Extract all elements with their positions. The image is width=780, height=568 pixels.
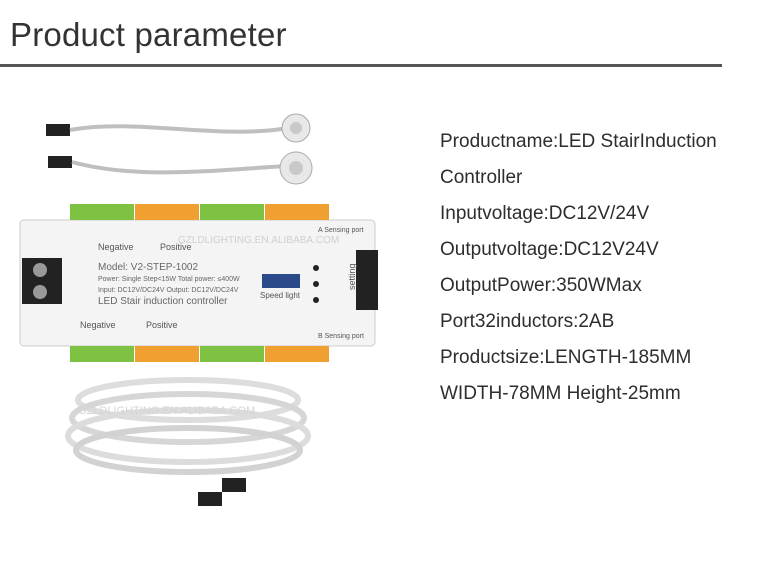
sensor-cable-top xyxy=(46,113,311,143)
board-negative-top: Negative xyxy=(98,242,134,252)
spec-ports: Port32inductors:2AB xyxy=(440,311,615,332)
board-speed-light: Speed light xyxy=(260,291,301,300)
spec-output-power: OutputPower:350WMax xyxy=(440,275,642,296)
board-a-port: A Sensing port xyxy=(318,227,364,234)
board-positive-top: Positive xyxy=(160,242,192,252)
board-setting: setting xyxy=(347,263,357,290)
spec-product-name: Productname:LED StairInduction xyxy=(440,131,717,152)
watermark-top: GZLDLIGHTING.EN.ALIBABA.COM xyxy=(178,235,339,246)
board-model: Model: V2-STEP-1002 xyxy=(98,262,198,273)
spec-width-height: WIDTH-78MM Height-25mm xyxy=(440,383,681,404)
page-title: Product parameter xyxy=(10,16,287,53)
spec-product-name-cont: Controller xyxy=(440,167,523,188)
spec-input-voltage: Inputvoltage:DC12V/24V xyxy=(440,203,650,224)
spec-output-voltage: Outputvoltage:DC12V24V xyxy=(440,239,659,260)
board-negative-bottom: Negative xyxy=(80,320,116,330)
spec-product-size: Productsize:LENGTH-185MM xyxy=(440,347,692,368)
board-input: Input: DC12V/DC24V Output: DC12V/DC24V xyxy=(98,287,239,294)
spec-list: Productname:LED StairInduction Controlle… xyxy=(440,124,775,412)
watermark-bottom: GZLDLIGHTING.EN.ALIBABA.COM xyxy=(78,405,255,417)
sensor-cable-bottom xyxy=(48,151,313,185)
board-positive-bottom: Positive xyxy=(146,320,178,330)
title-divider xyxy=(0,64,722,67)
board-name: LED Stair induction controller xyxy=(98,296,228,307)
board-power: Power: Single Step<15W Total power: ≤400… xyxy=(98,276,240,283)
coiled-cable xyxy=(65,377,311,506)
board-b-port: B Sensing port xyxy=(318,333,364,340)
product-photo: Negative Positive A Sensing port Model: … xyxy=(19,113,378,506)
controller-board: Negative Positive A Sensing port Model: … xyxy=(19,204,378,362)
